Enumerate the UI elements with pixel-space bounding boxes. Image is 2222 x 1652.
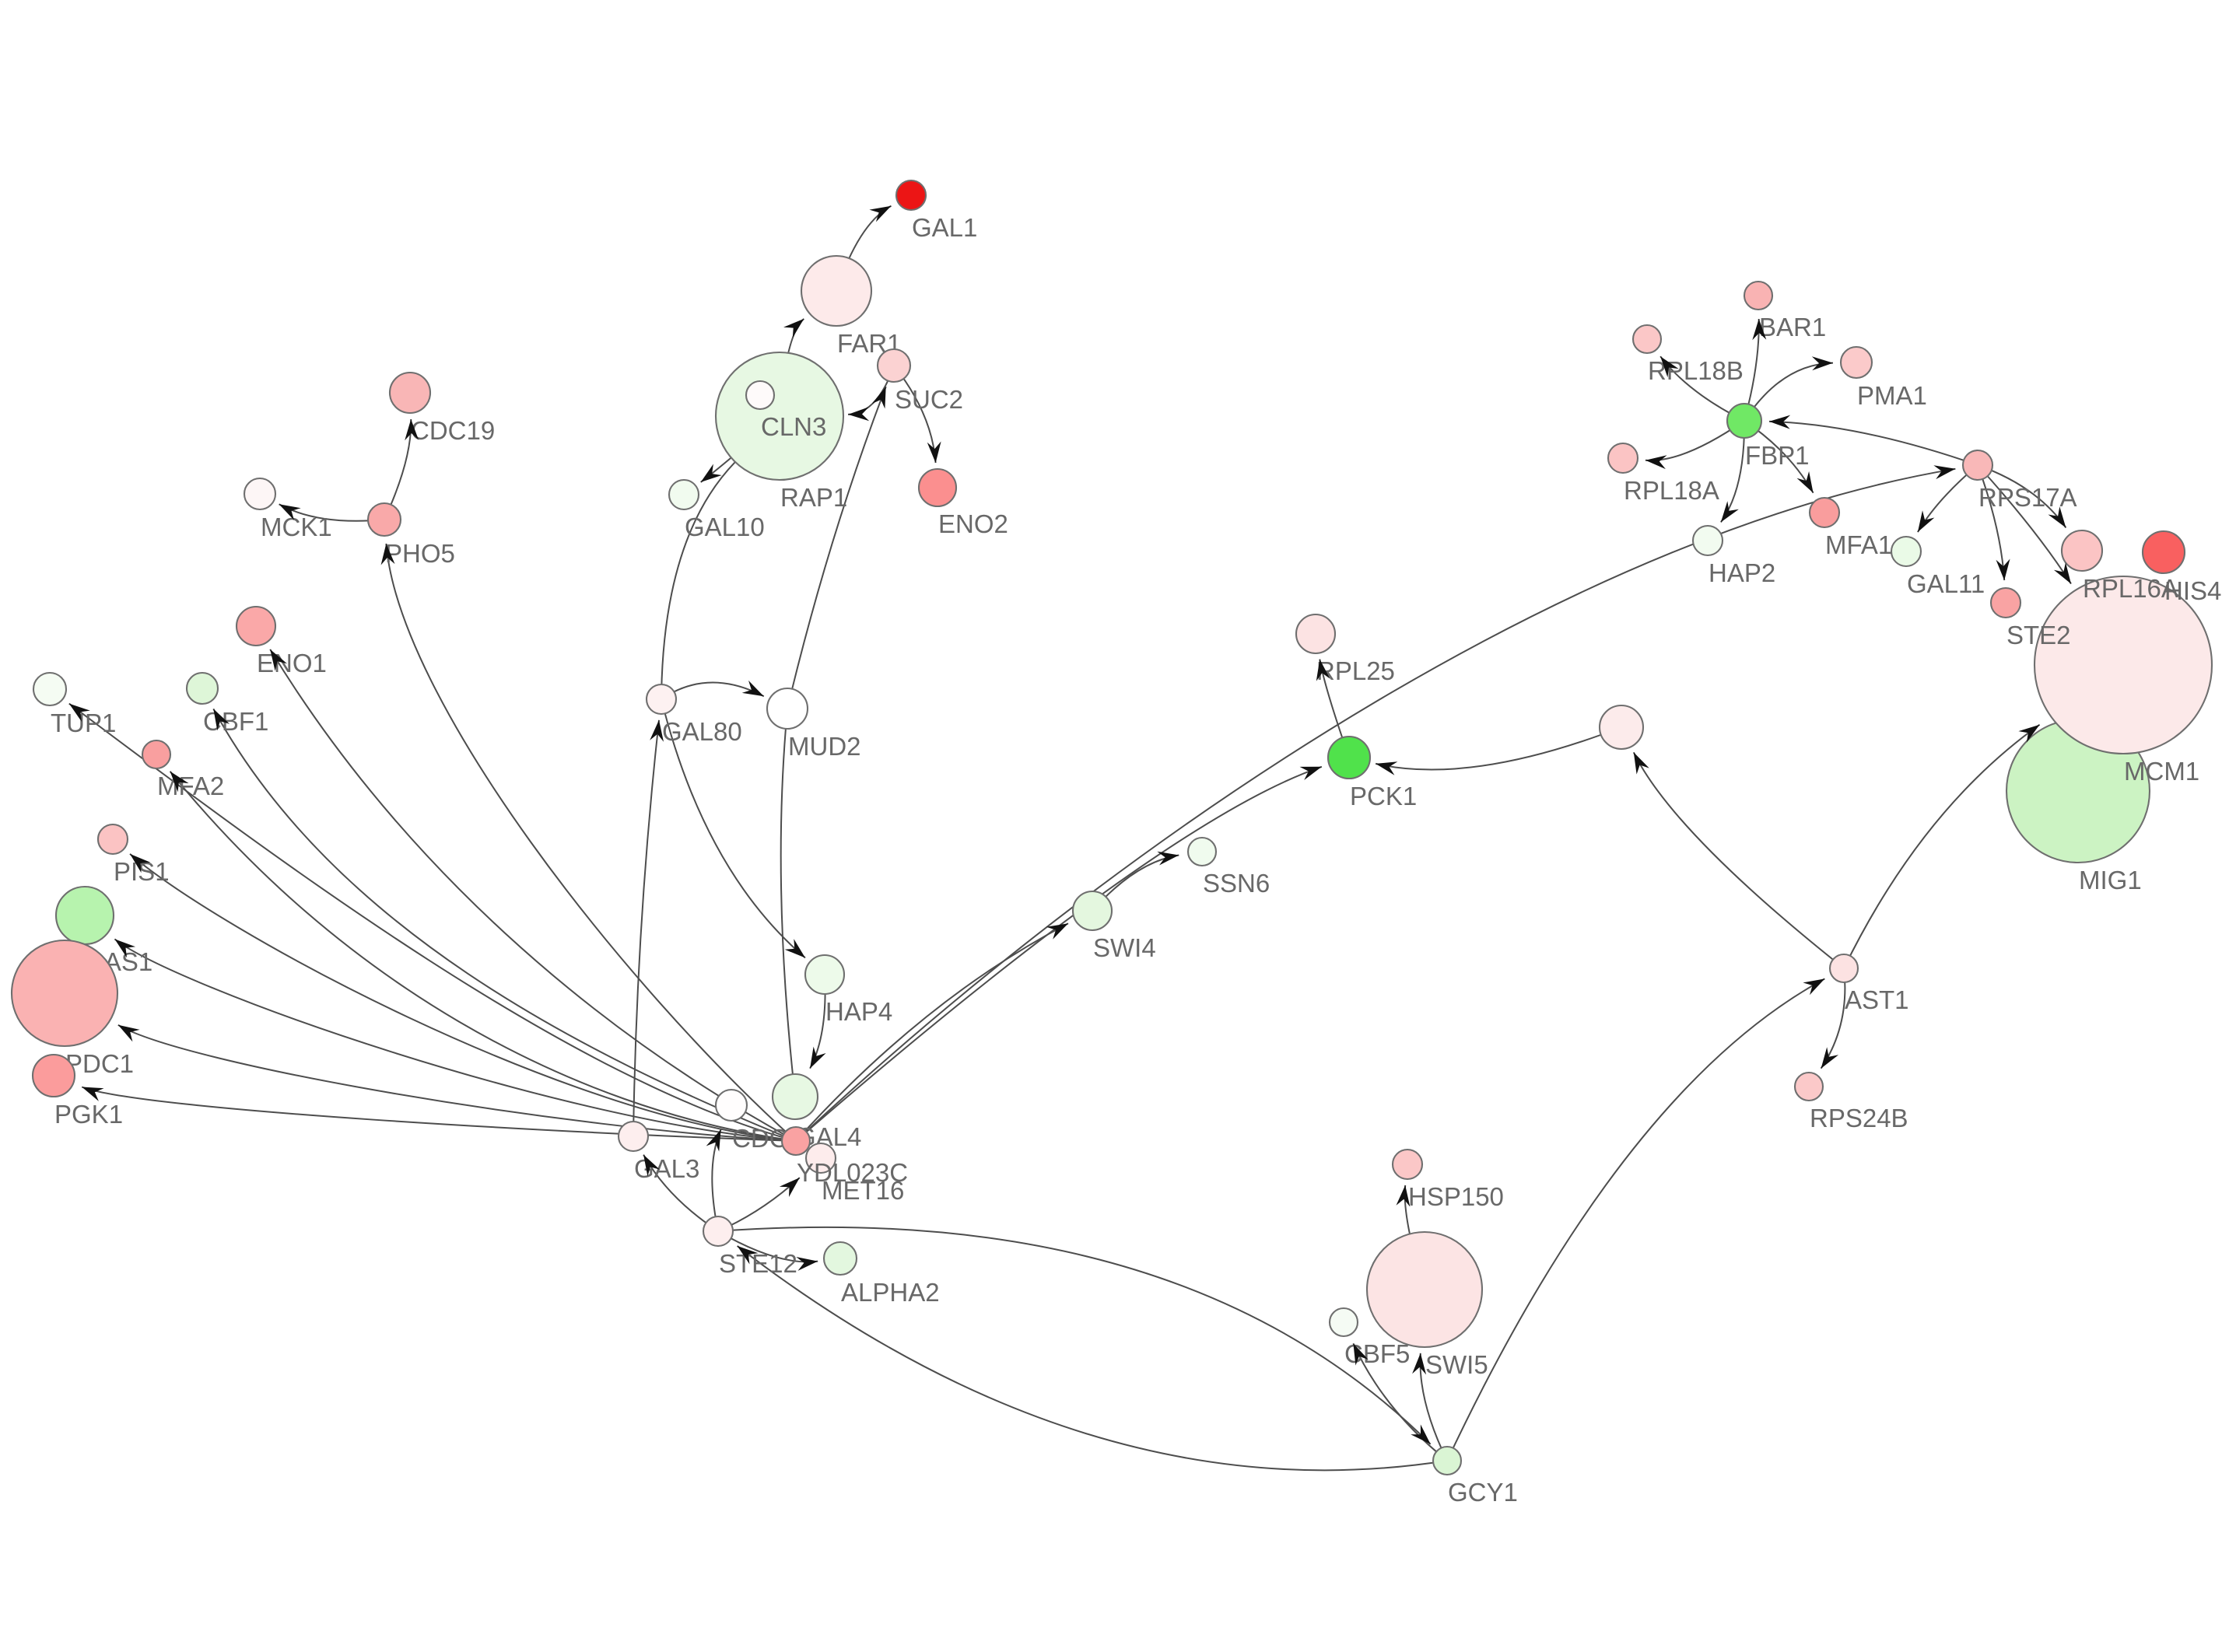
svg-text:GAL80: GAL80 [662,717,742,746]
svg-text:PHO5: PHO5 [385,539,455,568]
svg-text:PGK1: PGK1 [54,1100,123,1129]
svg-text:MFA2: MFA2 [157,772,224,800]
svg-text:ENO2: ENO2 [938,509,1008,538]
svg-text:RPS24B: RPS24B [1810,1104,1908,1132]
svg-text:GAL10: GAL10 [685,513,765,541]
svg-text:HIS4: HIS4 [2164,576,2221,605]
svg-text:RPL18A: RPL18A [1624,476,1719,505]
svg-text:TUP1: TUP1 [51,709,116,737]
svg-text:PCK1: PCK1 [1350,782,1417,810]
svg-text:YDL023C: YDL023C [797,1158,908,1187]
svg-text:MUD2: MUD2 [788,732,861,761]
svg-text:ENO1: ENO1 [257,649,327,677]
svg-text:CBF1: CBF1 [203,707,268,736]
svg-text:PMA1: PMA1 [1857,381,1927,410]
svg-text:CLN3: CLN3 [761,412,826,441]
svg-text:ALPHA2: ALPHA2 [841,1278,940,1307]
svg-text:MFA1: MFA1 [1825,530,1892,559]
svg-text:HSP150: HSP150 [1408,1182,1504,1211]
svg-text:RPS17A: RPS17A [1978,483,2077,512]
svg-text:GAL3: GAL3 [634,1154,699,1183]
svg-text:GAL1: GAL1 [912,213,977,242]
svg-text:MCK1: MCK1 [261,513,332,541]
svg-text:RPL25: RPL25 [1316,656,1395,685]
svg-text:SSN6: SSN6 [1203,869,1270,898]
svg-text:SWI5: SWI5 [1425,1350,1488,1379]
svg-text:CDC19: CDC19 [411,416,495,445]
svg-text:SUC2: SUC2 [895,385,963,414]
svg-text:SWI4: SWI4 [1093,933,1156,962]
svg-text:HAP2: HAP2 [1709,558,1775,587]
svg-text:RPL16A: RPL16A [2083,574,2178,603]
svg-text:GAL11: GAL11 [1907,569,1985,598]
svg-text:GCY1: GCY1 [1448,1478,1518,1507]
svg-text:MIG1: MIG1 [2079,866,2142,894]
svg-text:AST1: AST1 [1845,985,1909,1014]
svg-text:MCM1: MCM1 [2124,757,2199,786]
svg-text:CBF5: CBF5 [1344,1339,1410,1368]
svg-text:FBP1: FBP1 [1745,441,1810,470]
svg-text:RAP1: RAP1 [780,483,847,512]
svg-text:HAP4: HAP4 [825,997,892,1026]
svg-text:STE12: STE12 [719,1249,797,1278]
svg-text:MET16: MET16 [822,1176,904,1205]
svg-text:STE2: STE2 [2006,621,2071,649]
svg-text:BAR1: BAR1 [1759,313,1826,341]
svg-text:PDC1: PDC1 [65,1049,134,1078]
